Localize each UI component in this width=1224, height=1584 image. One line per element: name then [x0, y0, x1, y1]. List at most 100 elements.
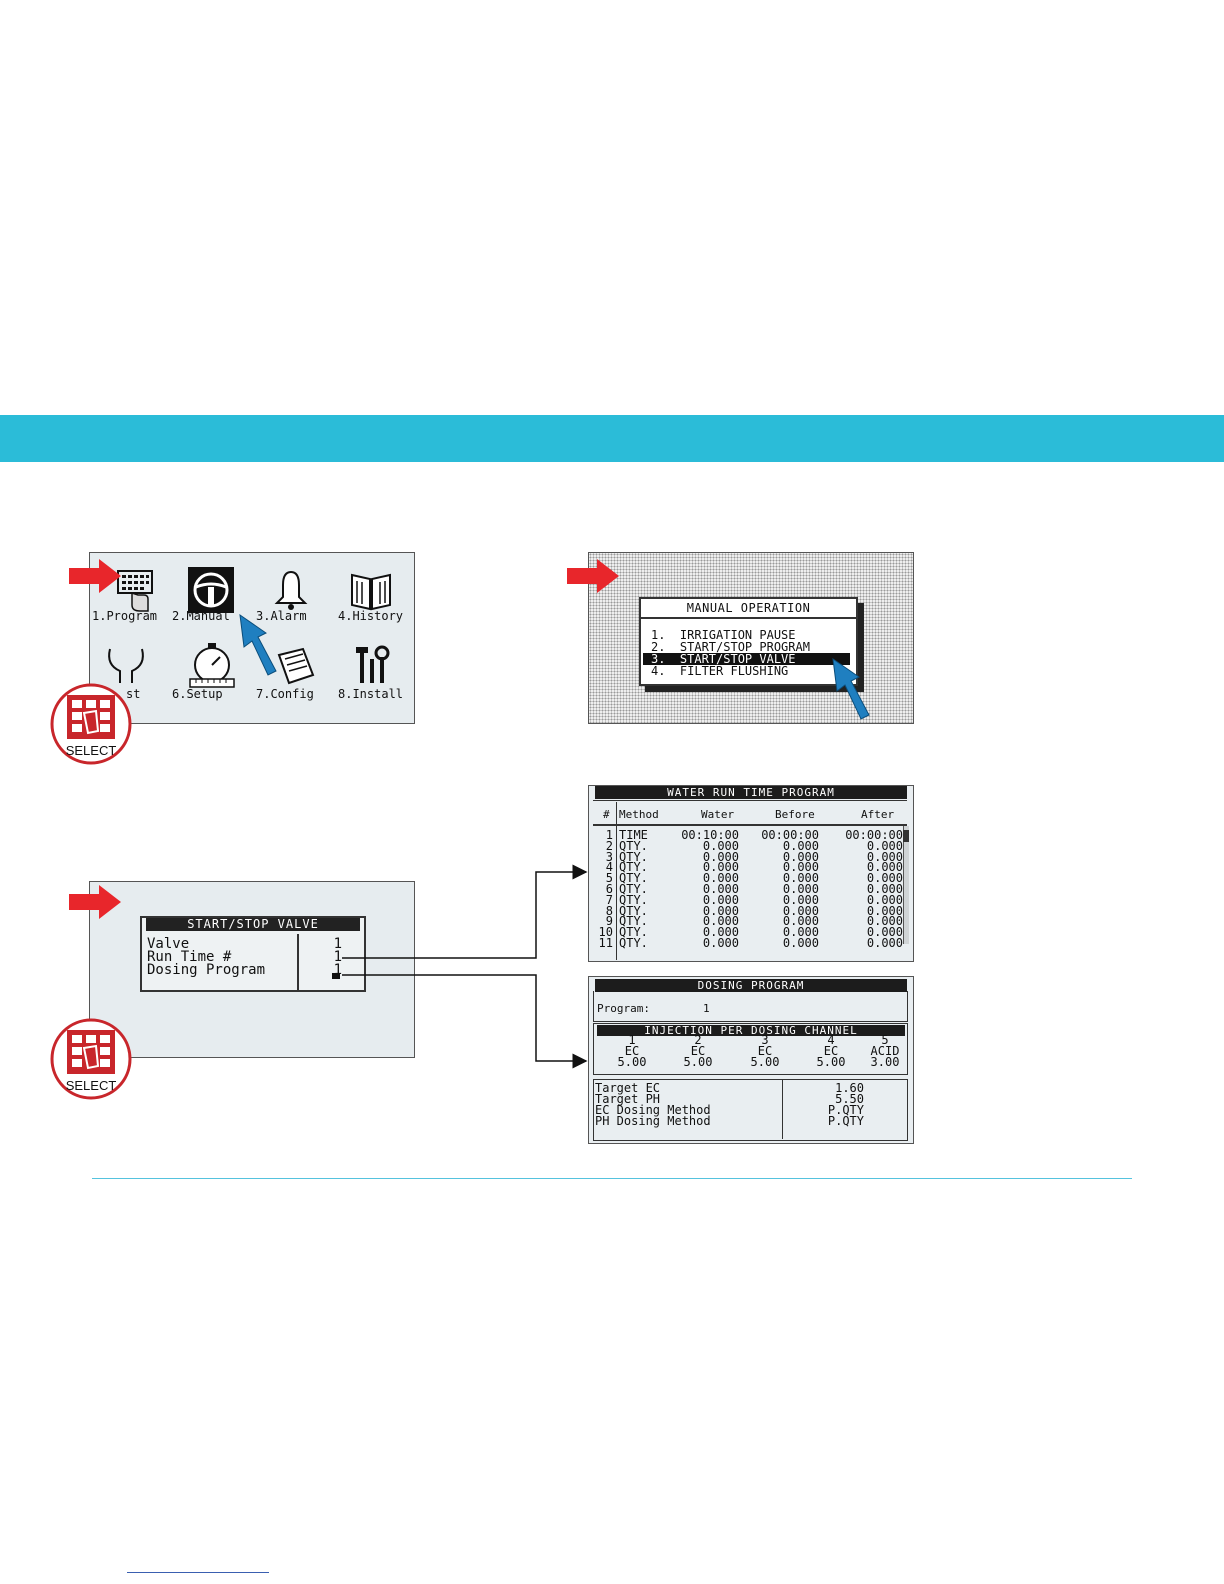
- table-cell[interactable]: 0.000: [866, 860, 903, 875]
- table-cell[interactable]: 0.000: [702, 925, 739, 940]
- menu-item-history[interactable]: 4.History: [338, 609, 404, 623]
- title-underline: [593, 800, 907, 801]
- table-cell: QTY.: [619, 925, 648, 940]
- table-cell[interactable]: 0.000: [782, 882, 819, 896]
- table-cell[interactable]: 0.000: [866, 936, 903, 950]
- main-menu-screen: 1.Program 2.Manual 3.Alarm 4.History st: [89, 552, 415, 724]
- table-cell[interactable]: 0.000: [782, 860, 819, 875]
- menu-item-alarm[interactable]: 3.Alarm: [256, 609, 307, 623]
- channel-num: 5: [881, 1033, 889, 1047]
- setting-label: Target EC: [595, 1081, 661, 1095]
- table-cell[interactable]: 0.000: [702, 914, 739, 929]
- valve-label: Valve: [147, 936, 190, 952]
- table-cell[interactable]: 0.000: [866, 871, 903, 886]
- program-label: Program:: [597, 1002, 650, 1015]
- table-cell[interactable]: 0.000: [866, 892, 903, 907]
- num-column-divider: [616, 802, 617, 960]
- table-cell[interactable]: 0.000: [782, 903, 819, 918]
- table-cell[interactable]: 0.000: [702, 860, 739, 875]
- table-cell[interactable]: 0.000: [866, 849, 903, 864]
- table-cell[interactable]: 0.000: [782, 936, 819, 950]
- channel-type: EC: [823, 1044, 839, 1058]
- select-button[interactable]: SELECT: [50, 1018, 132, 1105]
- table-cell[interactable]: 0.000: [866, 882, 903, 896]
- table-cell[interactable]: 0.000: [782, 925, 819, 940]
- table-cell[interactable]: 0.000: [702, 936, 739, 950]
- stopwatch-icon[interactable]: [186, 643, 238, 689]
- valve-value[interactable]: 1: [333, 936, 342, 952]
- table-cell: QTY.: [619, 903, 648, 918]
- table-cell[interactable]: 0.000: [702, 849, 739, 864]
- channel-value[interactable]: 5.00: [683, 1055, 713, 1069]
- table-cell[interactable]: 0.000: [866, 838, 903, 853]
- scrollbar-thumb[interactable]: [903, 830, 909, 842]
- run-time-value[interactable]: 1: [333, 949, 342, 965]
- tools-icon[interactable]: [352, 645, 392, 689]
- row-number: 2: [605, 838, 613, 853]
- bell-icon[interactable]: [273, 569, 309, 613]
- table-cell[interactable]: 0.000: [782, 838, 819, 853]
- menu-item-manual[interactable]: 2.Manual: [172, 609, 230, 623]
- table-cell[interactable]: 0.000: [702, 892, 739, 907]
- channel-type: EC: [690, 1044, 706, 1058]
- injection-title: INJECTION PER DOSING CHANNEL: [597, 1025, 905, 1036]
- table-cell[interactable]: 0.000: [866, 925, 903, 940]
- channel-value[interactable]: 5.00: [617, 1055, 647, 1069]
- table-cell[interactable]: 0.000: [866, 903, 903, 918]
- setting-value[interactable]: P.QTY: [827, 1114, 864, 1128]
- menu-option-start-stop-valve[interactable]: 3. START/STOP VALVE: [643, 653, 850, 665]
- table-cell[interactable]: 0.000: [702, 903, 739, 918]
- table-cell[interactable]: 00:10:00: [681, 828, 739, 842]
- book-icon[interactable]: [348, 569, 394, 613]
- table-cell[interactable]: 0.000: [782, 914, 819, 929]
- channel-num: 2: [694, 1033, 702, 1047]
- table-cell[interactable]: 00:00:00: [845, 828, 903, 842]
- row-number: 1: [605, 828, 613, 842]
- dialog-divider: [641, 617, 856, 619]
- table-cell[interactable]: 0.000: [866, 914, 903, 929]
- channel-value[interactable]: 5.00: [750, 1055, 780, 1069]
- table-cell[interactable]: 0.000: [702, 882, 739, 896]
- menu-item-install[interactable]: 8.Install: [338, 687, 404, 701]
- program-value[interactable]: 1: [703, 1002, 710, 1015]
- table-cell[interactable]: 00:00:00: [761, 828, 819, 842]
- menu-item-program[interactable]: 1.Program: [92, 609, 158, 623]
- channel-num: 4: [827, 1033, 835, 1047]
- select-button[interactable]: SELECT: [50, 683, 132, 770]
- setting-value[interactable]: P.QTY: [827, 1103, 864, 1117]
- keypad-hand-icon[interactable]: [112, 569, 158, 613]
- dosing-program-value[interactable]: 1: [333, 962, 342, 978]
- setting-value[interactable]: 1.60: [835, 1081, 864, 1095]
- row-number: 7: [605, 892, 613, 907]
- menu-item-test[interactable]: st: [126, 687, 141, 701]
- config-icon[interactable]: [273, 645, 319, 689]
- steering-wheel-icon[interactable]: [188, 567, 234, 613]
- menu-item-setup[interactable]: 6.Setup: [172, 687, 223, 701]
- table-cell: QTY.: [619, 914, 648, 929]
- menu-item-config[interactable]: 7.Config: [256, 687, 314, 701]
- channel-value[interactable]: 5.00: [816, 1055, 846, 1069]
- step-arrow-icon: [69, 559, 121, 598]
- table-cell[interactable]: 0.000: [702, 838, 739, 853]
- table-cell[interactable]: 0.000: [782, 892, 819, 907]
- menu-option-filter-flushing[interactable]: 4. FILTER FLUSHING: [651, 664, 789, 678]
- table-cell[interactable]: 0.000: [782, 871, 819, 886]
- channel-type: EC: [757, 1044, 773, 1058]
- row-number: 4: [605, 860, 613, 875]
- table-cell: QTY.: [619, 936, 648, 950]
- col-header-num: #: [603, 808, 610, 821]
- channel-value[interactable]: 3.00: [870, 1055, 900, 1069]
- row-number: 9: [605, 914, 613, 929]
- table-cell: QTY.: [619, 838, 648, 853]
- setting-value[interactable]: 5.50: [835, 1092, 864, 1106]
- scrollbar[interactable]: [903, 826, 909, 944]
- menu-option-start-stop-program[interactable]: 2. START/STOP PROGRAM: [651, 640, 810, 654]
- dosing-title: DOSING PROGRAM: [595, 979, 907, 992]
- table-title: WATER RUN TIME PROGRAM: [595, 786, 907, 799]
- table-cell[interactable]: 0.000: [782, 849, 819, 864]
- setting-label: Target PH: [595, 1092, 661, 1106]
- menu-option-irrigation-pause[interactable]: 1. IRRIGATION PAUSE: [651, 628, 796, 642]
- stethoscope-icon[interactable]: [104, 645, 148, 687]
- table-cell[interactable]: 0.000: [702, 871, 739, 886]
